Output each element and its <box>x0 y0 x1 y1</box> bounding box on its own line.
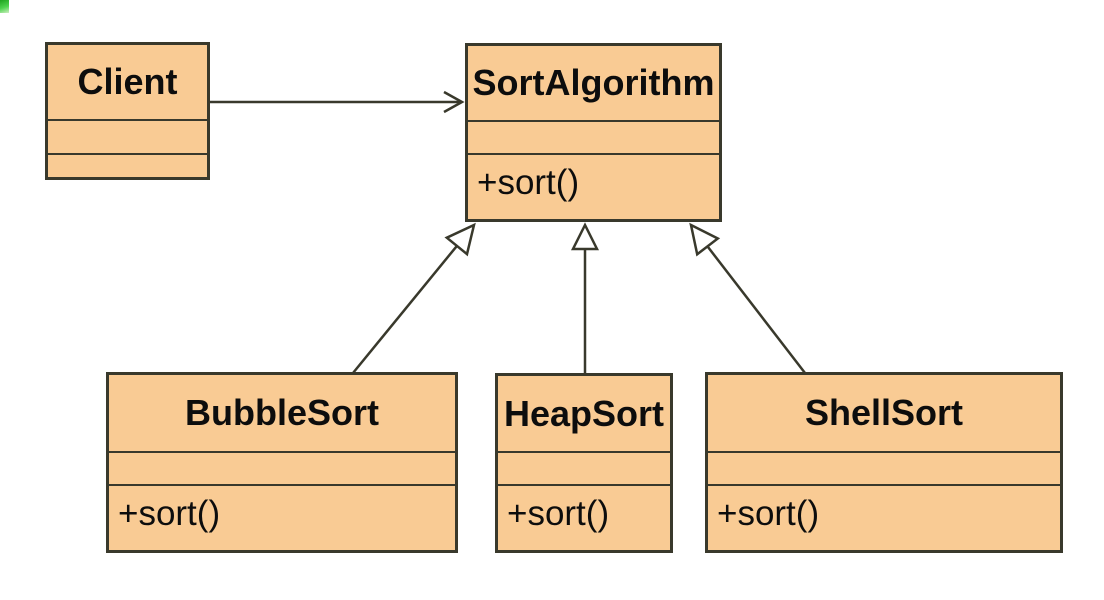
class-title: Client <box>77 61 178 102</box>
generalization-line <box>706 245 806 374</box>
methods-compartment: +sort() <box>507 494 610 533</box>
compartment-divider <box>109 451 455 453</box>
corner-artifact-green <box>0 0 9 13</box>
compartment-divider <box>708 451 1060 453</box>
generalization-heapsort-to-sortalgorithm <box>570 222 600 373</box>
compartment-divider <box>48 153 207 155</box>
hollow-triangle-icon <box>570 222 600 251</box>
class-bubblesort: BubbleSort +sort() <box>106 372 458 553</box>
class-title: HeapSort <box>503 392 665 434</box>
generalization-line <box>352 245 458 374</box>
compartment-divider <box>498 484 670 486</box>
attributes-compartment <box>109 453 455 484</box>
methods-compartment <box>48 155 207 177</box>
compartment-divider <box>708 484 1060 486</box>
class-client: Client <box>45 42 210 180</box>
compartment-divider <box>48 119 207 121</box>
methods-compartment: +sort() <box>477 163 580 202</box>
compartment-divider <box>498 451 670 453</box>
methods-compartment: +sort() <box>717 494 820 533</box>
class-title: ShellSort <box>804 392 964 433</box>
class-shellsort: ShellSort +sort() <box>705 372 1063 553</box>
class-title: SortAlgorithm <box>472 62 715 103</box>
compartment-divider <box>109 484 455 486</box>
attributes-compartment <box>48 121 207 153</box>
attributes-compartment <box>708 453 1060 484</box>
generalization-shellsort-to-sortalgorithm <box>689 222 806 374</box>
hollow-triangle-icon <box>444 222 476 257</box>
class-heapsort: HeapSort +sort() <box>495 373 673 553</box>
association-client-to-sortalgorithm <box>210 90 465 114</box>
compartment-divider <box>468 120 719 122</box>
open-arrowhead-icon <box>443 90 465 114</box>
compartment-divider <box>468 153 719 155</box>
attributes-compartment <box>498 453 670 484</box>
methods-compartment: +sort() <box>118 494 221 533</box>
class-title: BubbleSort <box>185 392 379 433</box>
hollow-triangle-icon <box>689 222 721 257</box>
class-sortalgorithm: SortAlgorithm +sort() <box>465 43 722 222</box>
attributes-compartment <box>468 122 719 153</box>
generalization-bubblesort-to-sortalgorithm <box>352 222 476 374</box>
